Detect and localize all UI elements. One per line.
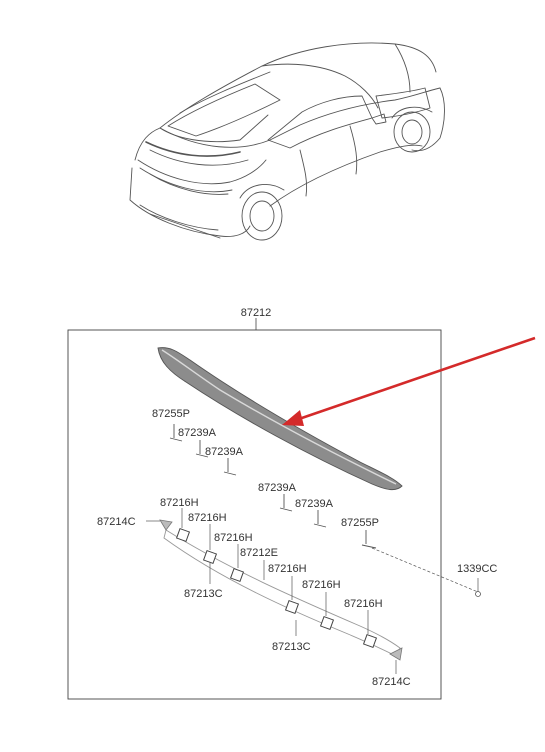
red-pointer-arrow: [282, 336, 536, 426]
callout-87239a-1: 87239A: [178, 427, 217, 439]
callout-87255p-right: 87255P: [341, 517, 379, 529]
callout-1339cc: 1339CC: [457, 563, 497, 575]
callout-87239a-4: 87239A: [295, 498, 334, 510]
lower-strip: [159, 519, 403, 661]
assembly-group: 87212: [67, 307, 442, 700]
callout-87213c-right: 87213C: [272, 641, 311, 653]
callout-87216h-1: 87216H: [160, 497, 199, 509]
callout-87239a-3: 87239A: [258, 482, 297, 494]
callout-87214c-left: 87214C: [97, 516, 136, 528]
callout-87216h-5: 87216H: [302, 579, 341, 591]
car-illustration: [129, 42, 445, 241]
callout-labels: 87255P 87239A 87239A 87239A 87239A 87255…: [97, 408, 497, 688]
callout-87213c-left: 87213C: [184, 588, 223, 600]
callout-87216h-3: 87216H: [214, 532, 253, 544]
callout-87212e: 87212E: [240, 547, 278, 559]
callout-87216h-4: 87216H: [268, 563, 307, 575]
callout-87214c-right: 87214C: [372, 676, 411, 688]
callout-87239a-2: 87239A: [205, 446, 244, 458]
callout-87255p-top: 87255P: [152, 408, 190, 420]
bolt-1339cc: [475, 591, 481, 597]
callout-87216h-6: 87216H: [344, 598, 383, 610]
leader-lines: [146, 508, 479, 674]
callout-87216h-2: 87216H: [188, 512, 227, 524]
spoiler-part: [157, 347, 403, 491]
assembly-label: 87212: [241, 307, 272, 319]
assembly-box: [67, 329, 442, 700]
clip-markers: [169, 424, 377, 549]
